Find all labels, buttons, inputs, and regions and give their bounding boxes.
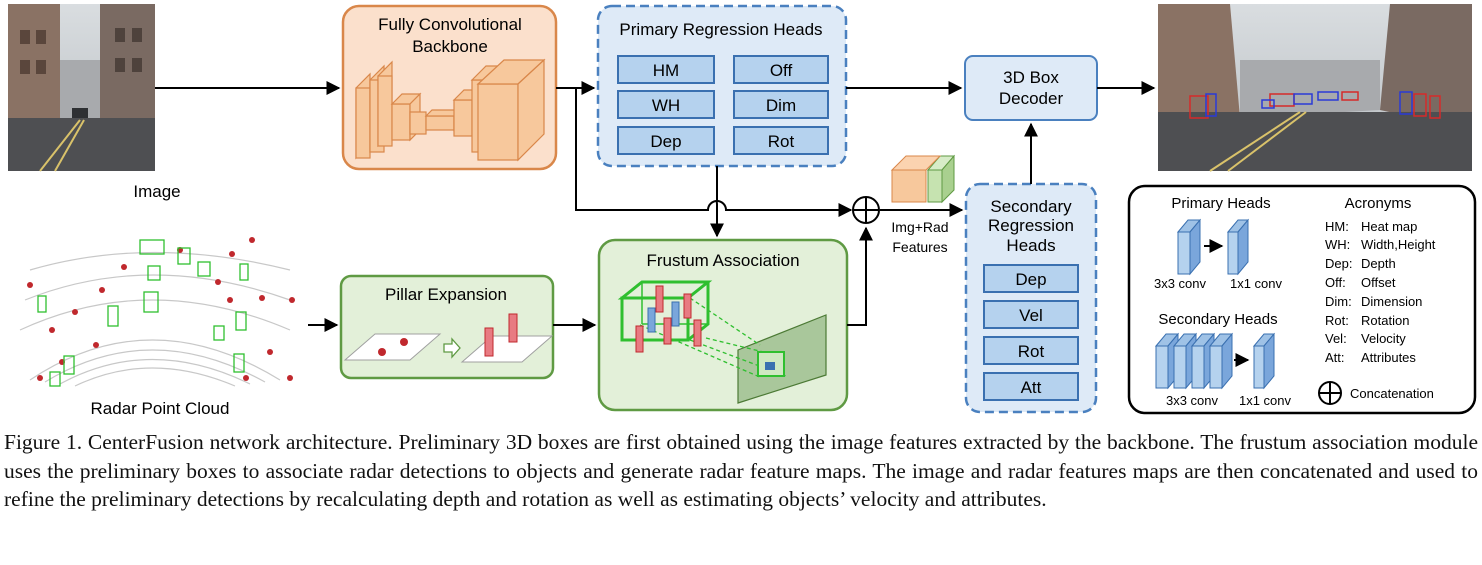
primary-head-rot-label: Rot [768,132,795,151]
acronym-full: Attributes [1361,350,1416,365]
secondary-head-vel: Vel [983,300,1079,329]
arrow-frustum-to-concat [847,226,873,326]
legend-primary-title: Primary Heads [1171,195,1270,212]
acronym-abbr: Att: [1325,350,1345,365]
secondary-head-vel-label: Vel [1019,306,1043,325]
primary-head-dim-label: Dim [766,96,796,115]
acronym-full: Width,Height [1361,237,1436,252]
legend-primary-conv1: 3x3 conv [1154,276,1207,291]
primary-head-hm: HM [617,55,715,84]
radar-point-cloud [8,226,308,387]
primary-head-wh: WH [617,90,715,119]
frustum-association-title: Frustum Association [646,251,799,270]
legend-primary-icon [1176,218,1250,276]
legend-concat-label: Concatenation [1350,386,1434,401]
primary-head-wh-label: WH [652,96,680,115]
radar-label: Radar Point Cloud [91,399,230,418]
acronym-full: Heat map [1361,219,1417,234]
decoder-line2: Decoder [999,89,1064,108]
primary-head-dep: Dep [617,126,715,155]
backbone-layers-icon [355,58,546,162]
img-rad-features-icon [890,154,956,204]
concatenation-icon [852,196,880,224]
decoder-line1: 3D Box [1003,68,1059,87]
acronym-abbr: Vel: [1325,331,1347,346]
acronym-abbr: HM: [1325,219,1349,234]
secondary-heads-title-line3: Heads [1006,236,1055,255]
secondary-head-rot-label: Rot [1018,342,1045,361]
legend-acronym-list: HM: Heat map WH: Width,Height Dep: Depth… [1325,219,1436,365]
acronym-full: Offset [1361,275,1396,290]
legend-secondary-title: Secondary Heads [1158,311,1277,328]
architecture-diagram: Image Radar P [8,4,1477,418]
pillar-expansion-title: Pillar Expansion [385,285,507,304]
frustum-icon [617,280,827,404]
acronym-abbr: Dep: [1325,256,1352,271]
secondary-head-dep: Dep [983,264,1079,293]
backbone-title-line2: Backbone [412,37,488,56]
acronym-full: Dimension [1361,294,1422,309]
primary-head-dim: Dim [733,90,829,119]
features-line1: Img+Rad [891,219,948,235]
box-decoder [964,55,1098,121]
primary-head-dep-label: Dep [650,132,681,151]
pillar-expansion-icon [343,313,554,363]
secondary-head-dep-label: Dep [1015,270,1046,289]
acronym-abbr: WH: [1325,237,1350,252]
features-line2: Features [892,239,947,255]
primary-head-off: Off [733,55,829,84]
primary-head-hm-label: HM [653,61,679,80]
secondary-head-rot: Rot [983,336,1079,365]
output-detection-image [1158,4,1472,172]
secondary-heads-title-line1: Secondary [990,197,1072,216]
figure-caption: Figure 1. CenterFusion network architect… [4,430,1478,511]
backbone-title-line1: Fully Convolutional [378,15,522,34]
legend-primary-conv2: 1x1 conv [1230,276,1283,291]
image-label: Image [133,182,180,201]
legend-secondary-conv2: 1x1 conv [1239,393,1292,408]
primary-head-off-label: Off [770,61,793,80]
legend-secondary-icon [1154,332,1276,390]
acronym-abbr: Off: [1325,275,1346,290]
acronym-full: Velocity [1361,331,1406,346]
acronym-full: Rotation [1361,313,1409,328]
legend-concat-icon [1318,381,1342,405]
legend-acronyms-title: Acronyms [1345,195,1412,212]
acronym-abbr: Dim: [1325,294,1352,309]
secondary-heads-title-line2: Regression [988,216,1074,235]
legend-secondary-conv1: 3x3 conv [1166,393,1219,408]
primary-head-rot: Rot [733,126,829,155]
acronym-abbr: Rot: [1325,313,1349,328]
secondary-head-att: Att [983,372,1079,401]
input-street-image [8,4,155,172]
secondary-head-att-label: Att [1021,378,1042,397]
primary-heads-title: Primary Regression Heads [619,20,822,39]
acronym-full: Depth [1361,256,1396,271]
connections [155,81,1156,332]
